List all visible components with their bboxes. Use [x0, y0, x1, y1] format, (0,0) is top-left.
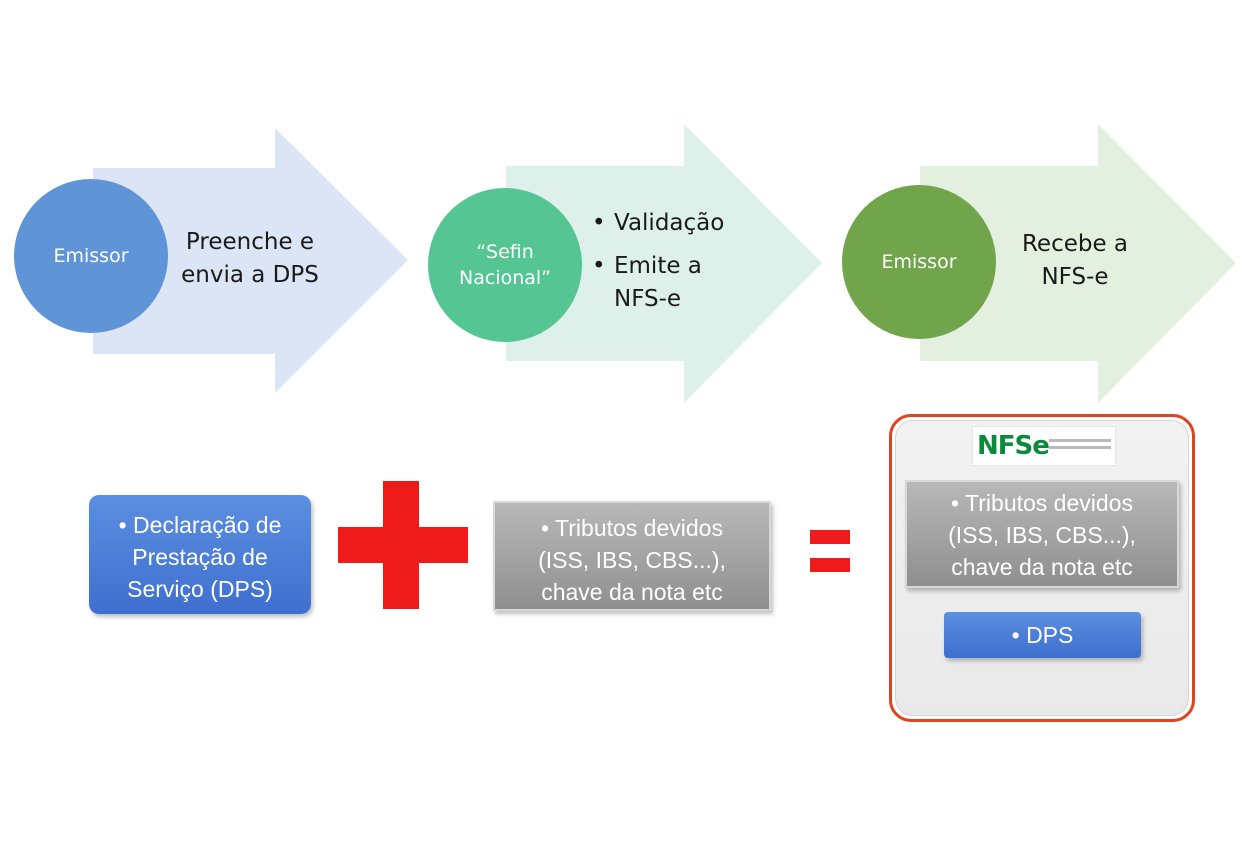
step-3-text: Recebe a NFS-e — [1000, 228, 1150, 294]
bullet-text: Validação — [614, 210, 725, 236]
nfse-logo: NFSe — [972, 426, 1116, 466]
box-line: chave da nota etc — [541, 579, 723, 605]
nfse-logo-text: NFSe — [977, 431, 1050, 461]
step-2-bullets: Validação Emite a NFS-e — [592, 207, 724, 316]
bullet-text: NFS-e — [614, 286, 682, 312]
emissor-receiver-circle: Emissor — [842, 185, 996, 339]
result-dps-box: • DPS — [944, 612, 1141, 658]
process-arrow-1 — [93, 128, 408, 393]
nfse-logo-subtitle — [1049, 439, 1111, 453]
result-taxes-box: • Tributos devidos (ISS, IBS, CBS...), c… — [905, 480, 1179, 588]
box-line: Serviço (DPS) — [127, 576, 273, 602]
taxes-box: • Tributos devidos (ISS, IBS, CBS...), c… — [493, 501, 771, 611]
box-line: • Tributos devidos — [951, 490, 1133, 516]
step-text-line: Recebe a — [1021, 231, 1129, 257]
box-line: chave da nota etc — [951, 554, 1133, 580]
circle-label: Emissor — [53, 245, 129, 267]
box-line: • DPS — [1011, 622, 1074, 648]
step-1-text: Preenche e envia a DPS — [170, 226, 330, 292]
box-line: (ISS, IBS, CBS...), — [538, 547, 726, 573]
sefin-nacional-circle: “Sefin Nacional” — [428, 188, 582, 342]
emissor-circle: Emissor — [14, 179, 168, 333]
box-line: Prestação de — [132, 544, 268, 570]
circle-label-line-1: “Sefin — [476, 241, 534, 263]
box-line: • Declaração de — [118, 512, 282, 538]
dps-declaration-box: • Declaração de Prestação de Serviço (DP… — [89, 495, 311, 614]
step-text-line: envia a DPS — [181, 262, 319, 288]
process-arrow-3 — [920, 124, 1236, 403]
box-line: • Tributos devidos — [541, 515, 723, 541]
box-line: (ISS, IBS, CBS...), — [948, 522, 1136, 548]
bullet-validacao: Validação — [592, 207, 724, 240]
bullet-emite: Emite a NFS-e — [592, 250, 724, 316]
step-text-line: NFS-e — [1041, 264, 1109, 290]
step-text-line: Preenche e — [185, 229, 315, 255]
bullet-text: Emite a — [614, 253, 702, 279]
circle-label-line-2: Nacional” — [458, 267, 551, 289]
circle-label: Emissor — [881, 251, 957, 273]
